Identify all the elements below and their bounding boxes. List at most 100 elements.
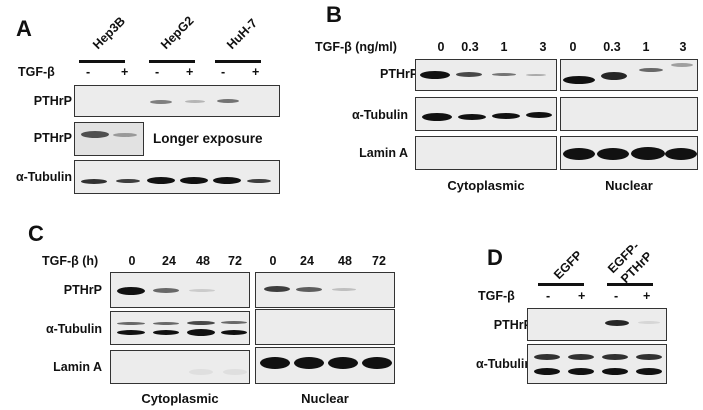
sign: + [578, 289, 586, 303]
cell-line-hepg2: HepG2 [158, 13, 197, 52]
band [213, 177, 241, 184]
construct-egfp: EGFP [551, 248, 586, 282]
dose: 0.3 [603, 40, 621, 54]
time: 72 [228, 254, 242, 268]
dose: 0 [437, 40, 445, 54]
blot-pthrp [527, 308, 667, 341]
band [563, 148, 595, 160]
blot-nuc-tubulin [560, 97, 698, 131]
row-label-tubulin: α-Tubulin [15, 170, 72, 184]
sign: - [614, 289, 619, 303]
band [81, 131, 109, 138]
row-label-tubulin: α-Tubulin [45, 322, 102, 336]
treatment-label: TGF-β [478, 289, 515, 303]
band [117, 287, 145, 295]
band [247, 179, 271, 183]
band [526, 112, 552, 118]
blot-cyto-lamin [110, 350, 250, 384]
group-bar-egfp [538, 283, 584, 286]
row-label-tubulin: α-Tubulin [351, 108, 408, 122]
fraction-cytoplasmic: Cytoplasmic [141, 391, 219, 406]
blot-cyto-pthrp [415, 59, 557, 91]
band [605, 320, 629, 326]
panel-d-label: D [487, 245, 503, 270]
band [117, 330, 145, 335]
time: 24 [300, 254, 314, 268]
longer-exposure-annotation: Longer exposure [153, 131, 263, 146]
treatment-label: TGF-β (h) [42, 254, 99, 268]
band [180, 177, 208, 184]
band [671, 63, 693, 67]
band [526, 74, 546, 76]
sign: + [121, 65, 129, 79]
treatment-label: TGF-β [18, 65, 55, 79]
fraction-nuclear: Nuclear [301, 391, 349, 406]
band [568, 368, 594, 375]
band [534, 354, 560, 360]
band [597, 148, 629, 160]
row-label-pthrp: PTHrP [63, 283, 102, 297]
band [456, 72, 482, 77]
band [332, 288, 356, 291]
blot-nuc-lamin [255, 347, 395, 384]
band [223, 369, 247, 375]
panel-b-label: B [326, 2, 342, 27]
fraction-nuclear: Nuclear [605, 178, 653, 193]
time: 24 [162, 254, 176, 268]
band [116, 179, 140, 183]
band [638, 321, 660, 324]
blot-nuc-pthrp [255, 272, 395, 308]
group-bar-hepg2 [149, 60, 195, 63]
row-label-lamin: Lamin A [359, 146, 408, 160]
band [187, 329, 215, 336]
band [568, 354, 594, 360]
band [117, 322, 145, 325]
dose: 1 [642, 40, 650, 54]
dose: 3 [679, 40, 687, 54]
group-bar-huh7 [215, 60, 261, 63]
band [602, 368, 628, 375]
band [189, 369, 213, 375]
band [153, 322, 179, 325]
row-label-lamin: Lamin A [53, 360, 102, 374]
sign: - [546, 289, 551, 303]
dose: 1 [500, 40, 508, 54]
band [264, 286, 290, 292]
band [534, 368, 560, 375]
band [189, 289, 215, 292]
cell-line-huh7: HuH-7 [224, 16, 261, 52]
band [221, 330, 247, 335]
sign: + [186, 65, 194, 79]
band [153, 330, 179, 335]
time: 0 [128, 254, 136, 268]
band [422, 113, 452, 121]
panel-c-label: C [28, 221, 44, 246]
blot-tubulin [74, 160, 280, 194]
blot-pthrp-long-exposure [74, 122, 144, 156]
sign: + [252, 65, 260, 79]
blot-tubulin [527, 344, 667, 384]
row-label-pthrp: PTHrP [380, 67, 419, 81]
row-label-pthrp: PTHrP [493, 318, 532, 332]
band [601, 72, 627, 80]
sign: - [155, 65, 160, 79]
dose: 0 [569, 40, 577, 54]
band [147, 177, 175, 184]
row-label-pthrp: PTHrP [33, 94, 72, 108]
band [492, 73, 516, 76]
band [150, 100, 172, 104]
group-bar-egfp-pthrp [607, 283, 653, 286]
band [187, 321, 215, 325]
band [217, 99, 239, 103]
fraction-cytoplasmic: Cytoplasmic [447, 178, 525, 193]
band [602, 354, 628, 360]
time: 48 [196, 254, 210, 268]
blot-cyto-tubulin [110, 311, 250, 345]
group-bar-hep3b [79, 60, 125, 63]
band [328, 357, 358, 369]
blot-nuc-pthrp [560, 59, 698, 91]
blot-cyto-pthrp [110, 272, 250, 308]
band [185, 100, 205, 103]
sign: - [86, 65, 91, 79]
band [81, 179, 107, 184]
